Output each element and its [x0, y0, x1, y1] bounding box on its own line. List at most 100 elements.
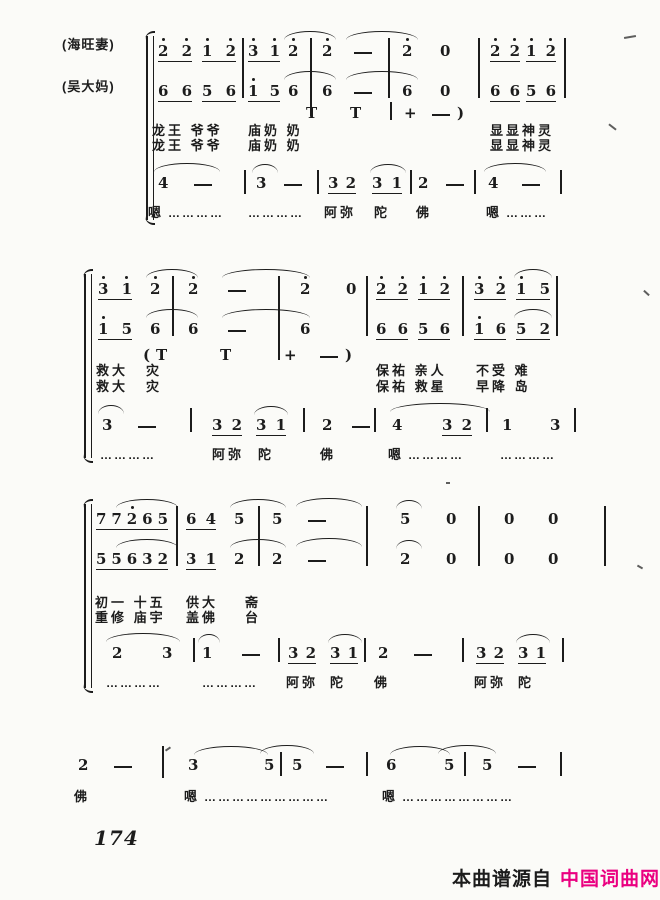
- bass-note-group: 3: [550, 418, 560, 433]
- note: 3: [186, 550, 197, 568]
- dash-note: [306, 552, 328, 567]
- percussion-note-group: [318, 348, 340, 363]
- note: 0: [346, 280, 357, 298]
- note: 0: [548, 510, 559, 528]
- percussion-note-group: T: [350, 106, 361, 121]
- voice2-note-group: 2: [272, 552, 282, 567]
- bass-note-group: 5: [292, 758, 302, 773]
- note: 1: [248, 78, 259, 100]
- note: 1: [347, 644, 358, 662]
- note: 5: [516, 320, 527, 338]
- lyric-text: 早降 岛: [476, 379, 531, 394]
- note: 1: [121, 276, 132, 298]
- footer: 本曲谱源自中国词曲网: [452, 864, 660, 891]
- dash-note: [516, 758, 538, 773]
- dash-note: [412, 646, 434, 661]
- lyric-text: 陀: [518, 675, 535, 690]
- percussion-note-group: +: [404, 106, 417, 121]
- slur-arc: [396, 540, 422, 549]
- barline: [574, 408, 576, 432]
- lyric-text: 灾: [146, 379, 163, 394]
- slur-arc: [396, 500, 422, 509]
- note: 1: [474, 316, 485, 338]
- lyric-text: 灾: [146, 363, 163, 378]
- voice1-note-group: 2: [402, 38, 412, 59]
- bass-note-group: [112, 758, 134, 773]
- note: 2: [397, 276, 408, 298]
- note: 5: [539, 280, 550, 298]
- slur-arc: [154, 163, 220, 172]
- dash-note: [112, 758, 134, 773]
- barline: [388, 38, 390, 98]
- barline: [176, 506, 178, 566]
- lyric-text: 救大: [96, 363, 129, 378]
- lyric-text: 庙奶 奶: [248, 138, 303, 153]
- note: T: [306, 104, 318, 122]
- voice1-note-group: 0: [504, 512, 514, 527]
- voice1-note-group: 2: [188, 276, 198, 297]
- note: 2: [272, 550, 283, 568]
- lyric-text: 救大: [96, 379, 129, 394]
- barline: [486, 408, 488, 432]
- percussion-note-group: +: [284, 348, 297, 363]
- slur-arc: [194, 746, 268, 755]
- dash-note: [324, 758, 346, 773]
- barline: [374, 408, 376, 432]
- note: 2: [376, 276, 387, 298]
- note: 6: [490, 82, 501, 100]
- note: 1: [418, 276, 429, 298]
- voice2-note-group: 6: [288, 84, 298, 99]
- voice1-note-group: 0: [446, 512, 456, 527]
- voice2-note-group: 6: [402, 84, 412, 99]
- lyric-text: 嗯: [382, 789, 399, 804]
- note: 1: [98, 316, 109, 338]
- note: +: [284, 346, 297, 364]
- note: 2: [322, 38, 333, 60]
- dash-note: [192, 176, 214, 191]
- note: (: [142, 346, 151, 364]
- voice2-note-group: 0: [446, 552, 456, 567]
- note: 2: [234, 550, 245, 568]
- note: 6: [288, 82, 299, 100]
- barline: [244, 170, 246, 194]
- barline: [303, 408, 305, 432]
- slur-arc: [116, 539, 178, 548]
- voice1-note-group: 2: [150, 276, 160, 297]
- note: 6: [186, 510, 197, 528]
- barline: [390, 102, 392, 120]
- note: 1: [502, 416, 513, 434]
- note: 0: [440, 82, 451, 100]
- bass-note-group: 4: [392, 418, 402, 433]
- note: 2: [509, 38, 520, 60]
- note: 2: [181, 38, 192, 60]
- part-label: (吴大妈): [62, 79, 115, 94]
- note: 5: [526, 82, 537, 100]
- lyric-text: 重修 庙宇: [95, 610, 166, 625]
- note: 2: [78, 756, 89, 774]
- note: 2: [231, 416, 242, 434]
- note: 2: [322, 416, 333, 434]
- slur-arc: [222, 309, 310, 318]
- percussion-note-group: ): [456, 106, 465, 121]
- note: 6: [300, 320, 311, 338]
- slur-arc: [516, 634, 550, 643]
- percussion-note-group: (: [142, 348, 151, 363]
- system-bracket: [145, 31, 156, 225]
- lyric-text: 盖佛: [186, 610, 219, 625]
- voice2-note-group: 6: [150, 322, 160, 337]
- barline: [278, 638, 280, 662]
- voice1-note-group: 2: [300, 276, 310, 297]
- note: 1: [205, 550, 216, 568]
- slur-arc: [438, 745, 496, 754]
- lyric-text: 阿弥: [286, 675, 319, 690]
- note: 2: [493, 644, 504, 662]
- voice2-note-group: 0: [504, 552, 514, 567]
